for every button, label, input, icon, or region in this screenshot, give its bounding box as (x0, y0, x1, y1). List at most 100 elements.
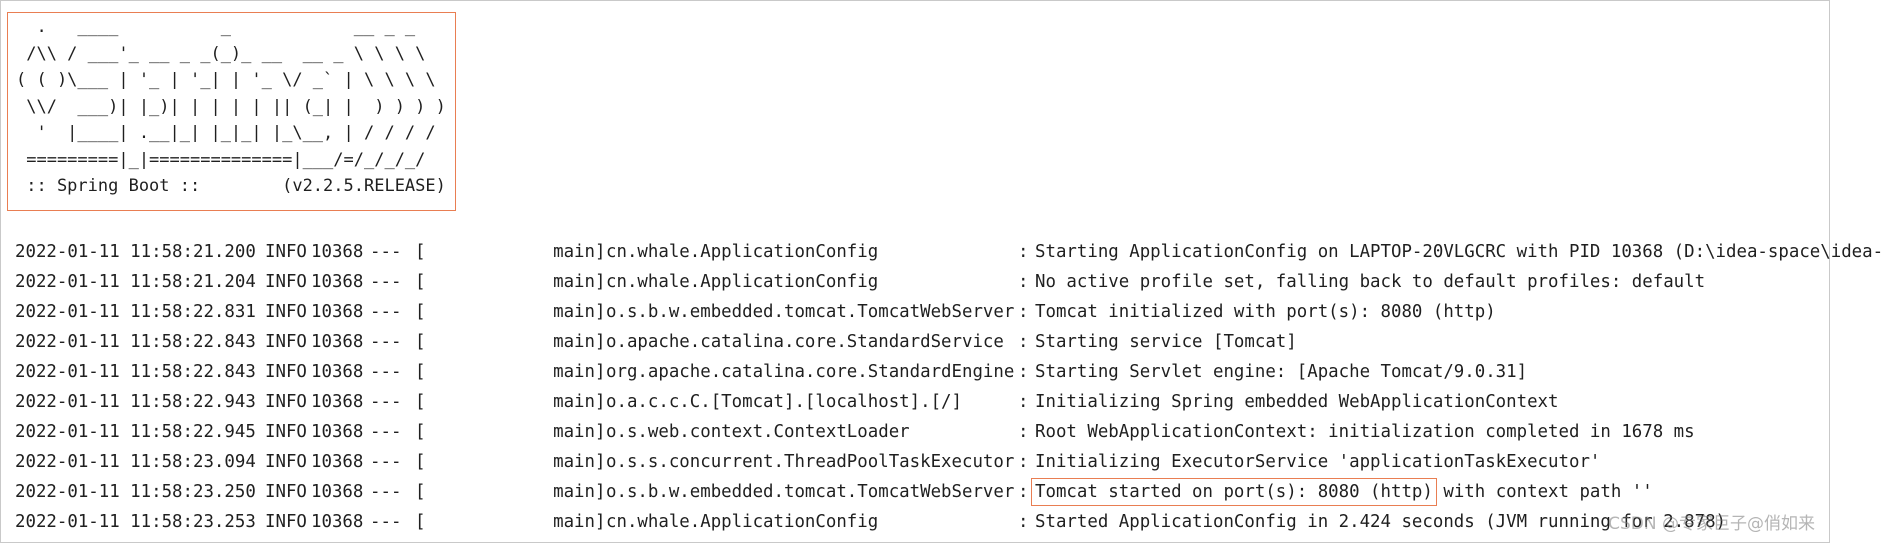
log-timestamp: 2022-01-11 11:58:22.943 (15, 392, 256, 412)
log-thread-close-bracket: ] (595, 482, 606, 502)
log-timestamp: 2022-01-11 11:58:22.831 (15, 302, 256, 322)
log-message: Tomcat initialized with port(s): 8080 (h… (1035, 302, 1496, 322)
log-separator: --- (370, 242, 402, 262)
log-thread-open-bracket: [ (415, 242, 426, 262)
log-pid: 10368 (311, 512, 364, 532)
log-colon: : (1018, 392, 1029, 412)
log-thread-close-bracket: ] (595, 362, 606, 382)
log-colon: : (1018, 362, 1029, 382)
log-colon: : (1018, 302, 1029, 322)
log-colon: : (1018, 242, 1029, 262)
log-thread-close-bracket: ] (595, 332, 606, 352)
log-timestamp: 2022-01-11 11:58:22.945 (15, 422, 256, 442)
log-thread: main (553, 332, 595, 352)
log-colon: : (1018, 452, 1029, 472)
log-message: Initializing Spring embedded WebApplicat… (1035, 392, 1559, 412)
log-pid: 10368 (311, 242, 364, 262)
log-pid: 10368 (311, 362, 364, 382)
banner-ascii-art: . ____ _ __ _ _ /\\ / ___'_ __ _ _(_)_ _… (16, 17, 446, 196)
log-colon: : (1018, 482, 1029, 502)
log-level: INFO (265, 242, 307, 262)
log-level: INFO (265, 512, 307, 532)
log-thread: main (553, 242, 595, 262)
log-message: Starting service [Tomcat] (1035, 332, 1297, 352)
log-timestamp: 2022-01-11 11:58:22.843 (15, 332, 256, 352)
log-thread: main (553, 512, 595, 532)
log-timestamp: 2022-01-11 11:58:23.253 (15, 512, 256, 532)
log-level: INFO (265, 302, 307, 322)
log-colon: : (1018, 272, 1029, 292)
log-colon: : (1018, 332, 1029, 352)
log-logger: o.apache.catalina.core.StandardService (606, 332, 1004, 352)
log-message: Initializing ExecutorService 'applicatio… (1035, 452, 1601, 472)
log-pid: 10368 (311, 332, 364, 352)
log-level: INFO (265, 272, 307, 292)
log-separator: --- (370, 392, 402, 412)
log-timestamp: 2022-01-11 11:58:21.204 (15, 272, 256, 292)
log-separator: --- (370, 512, 402, 532)
log-thread-open-bracket: [ (415, 332, 426, 352)
log-thread: main (553, 422, 595, 442)
log-separator: --- (370, 302, 402, 322)
log-thread-close-bracket: ] (595, 242, 606, 262)
log-logger: cn.whale.ApplicationConfig (606, 242, 879, 262)
log-message-rest: with context path '' (1432, 482, 1653, 502)
log-level: INFO (265, 362, 307, 382)
log-message: Starting ApplicationConfig on LAPTOP-20V… (1035, 242, 1883, 262)
log-message: Root WebApplicationContext: initializati… (1035, 422, 1695, 442)
log-pid: 10368 (311, 392, 364, 412)
log-thread: main (553, 272, 595, 292)
log-timestamp: 2022-01-11 11:58:22.843 (15, 362, 256, 382)
log-separator: --- (370, 452, 402, 472)
log-thread-open-bracket: [ (415, 362, 426, 382)
log-thread-open-bracket: [ (415, 392, 426, 412)
log-level: INFO (265, 332, 307, 352)
log-message-highlight: Tomcat started on port(s): 8080 (http) (1031, 478, 1437, 506)
log-timestamp: 2022-01-11 11:58:23.250 (15, 482, 256, 502)
log-logger: cn.whale.ApplicationConfig (606, 512, 879, 532)
log-thread: main (553, 302, 595, 322)
log-logger: cn.whale.ApplicationConfig (606, 272, 879, 292)
log-pid: 10368 (311, 302, 364, 322)
log-thread-close-bracket: ] (595, 512, 606, 532)
log-thread-open-bracket: [ (415, 422, 426, 442)
log-thread-close-bracket: ] (595, 302, 606, 322)
log-separator: --- (370, 362, 402, 382)
log-level: INFO (265, 392, 307, 412)
log-separator: --- (370, 272, 402, 292)
log-level: INFO (265, 452, 307, 472)
log-message: Starting Servlet engine: [Apache Tomcat/… (1035, 362, 1528, 382)
log-separator: --- (370, 422, 402, 442)
log-thread-open-bracket: [ (415, 302, 426, 322)
log-thread-open-bracket: [ (415, 452, 426, 472)
log-logger: o.s.web.context.ContextLoader (606, 422, 910, 442)
log-pid: 10368 (311, 422, 364, 442)
log-message: Started ApplicationConfig in 2.424 secon… (1035, 512, 1727, 532)
log-thread-close-bracket: ] (595, 452, 606, 472)
log-logger: o.s.s.concurrent.ThreadPoolTaskExecutor (606, 452, 1015, 472)
log-thread-close-bracket: ] (595, 422, 606, 442)
spring-boot-banner: . ____ _ __ _ _ /\\ / ___'_ __ _ _(_)_ _… (7, 12, 456, 211)
log-colon: : (1018, 512, 1029, 532)
log-level: INFO (265, 482, 307, 502)
log-thread-close-bracket: ] (595, 392, 606, 412)
log-thread-open-bracket: [ (415, 482, 426, 502)
log-thread-close-bracket: ] (595, 272, 606, 292)
log-logger: o.a.c.c.C.[Tomcat].[localhost].[/] (606, 392, 962, 412)
log-thread-open-bracket: [ (415, 272, 426, 292)
log-thread: main (553, 482, 595, 502)
log-pid: 10368 (311, 272, 364, 292)
log-level: INFO (265, 422, 307, 442)
log-timestamp: 2022-01-11 11:58:23.094 (15, 452, 256, 472)
log-timestamp: 2022-01-11 11:58:21.200 (15, 242, 256, 262)
